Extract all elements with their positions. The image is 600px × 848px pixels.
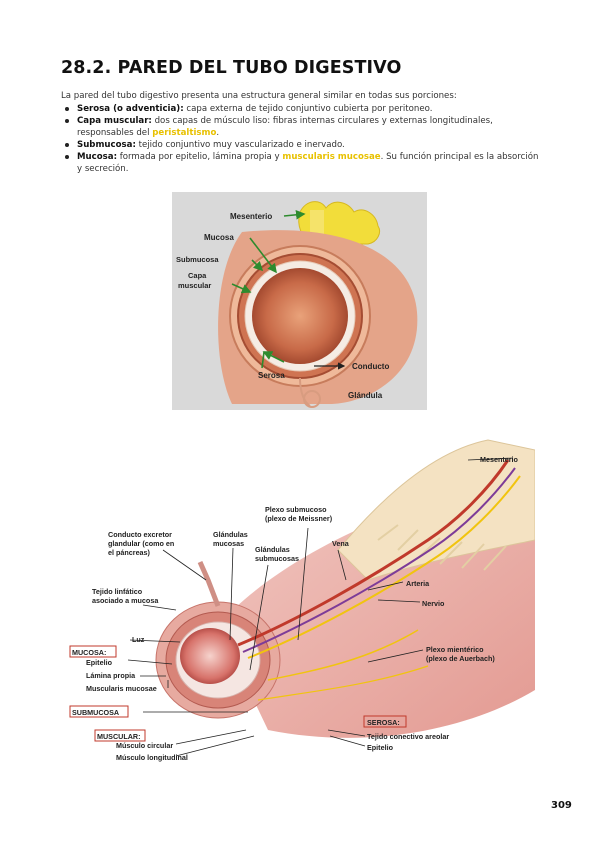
nerve-vessel [247,475,521,659]
list-item: Submucosa: tejido conjuntivo muy vascula… [61,139,539,151]
list-item: Capa muscular: dos capas de músculo liso… [61,115,539,139]
bullet-term: Mucosa: [77,152,118,162]
label-conducto-2: glandular (como en [108,539,174,548]
label-musculo-circular: Músculo circular [116,741,173,750]
page-number: 309 [551,800,572,811]
gland-duct [299,377,311,407]
label-nervio: Nervio [422,599,445,608]
bullet-text: tejido conjuntivo muy vascularizado e in… [135,140,345,150]
excretory-duct [197,560,221,607]
label-conducto-3: el páncreas) [108,548,151,557]
plexus-nerves-2 [257,665,429,701]
label-luz: Luz [132,635,145,644]
label-mesenterio: Mesenterio [480,455,519,464]
list-item: Serosa (o adventicia): capa externa de t… [61,103,539,115]
label-conducto: Conducto [352,362,389,371]
label-tejido-conectivo: Tejido conectivo areolar [367,732,449,741]
submucosa-box [69,705,129,718]
arrow-submucosa [251,259,264,272]
label-lamina-propia: Lámina propia [86,671,136,680]
arrow-mucosa [249,237,277,274]
arrow-serosa-tail [261,351,265,369]
intro-paragraph: La pared del tubo digestivo presenta una… [61,91,457,101]
label-tejido-linfatico-2: asociado a mucosa [92,596,159,605]
label-musculo-longitudinal: Músculo longitudinal [116,753,188,762]
label-capa: Capa [188,271,207,280]
label-glandulas-mucosas-1: Glándulas [213,530,248,539]
figure2-labels: Mesenterio Plexo submucoso (plexo de Mei… [72,455,519,762]
mesentery-fibers [377,524,507,571]
label-glandulas-submucosas-1: Glándulas [255,545,290,554]
arrow-capa-muscular [231,283,252,294]
bullet-text: capa externa de tejido conjuntivo cubier… [183,104,433,114]
lumen [180,628,240,684]
label-vena: Vena [332,539,350,548]
bullet-list: Serosa (o adventicia): capa externa de t… [61,103,539,175]
label-muscularis-mucosae: Muscularis mucosae [86,684,157,693]
highlight-term: muscularis mucosae [282,152,381,162]
label-submucosa: Submucosa [176,255,219,264]
label-plexo-mienterico: Plexo mientérico [426,645,484,654]
label-epitelio: Epitelio [86,658,113,667]
label-tejido-linfatico-1: Tejido linfático [92,587,143,596]
bullet-text-after: . Su función principal es la absorción y… [77,152,539,174]
label-mesenterio: Mesenterio [230,212,272,221]
page-title: 28.2. PARED DEL TUBO DIGESTIVO [61,58,402,78]
serosa-box [363,715,407,728]
bullet-term: Capa muscular: [77,116,152,126]
label-glandulas-submucosas-2: submucosas [255,554,299,563]
label-plexo-auerbach: (plexo de Auerbach) [426,654,495,663]
label-serosa: Serosa [258,371,285,380]
digestive-wall-detail-figure: Mesenterio Plexo submucoso (plexo de Mei… [68,430,535,770]
label-muscular: MUSCULAR: [97,732,141,741]
digestive-tube-cross-section-figure: Mesenterio Mucosa Submucosa Capa muscula… [172,192,427,410]
arrow-mesenterio [283,210,306,220]
label-submucosa: SUBMUCOSA [72,708,119,717]
label-mucosa: Mucosa [204,233,234,242]
bullet-text: dos capas de músculo liso: fibras intern… [77,116,493,138]
label-glandulas-mucosas-2: mucosas [213,539,244,548]
bullet-term: Submucosa: [77,140,136,150]
label-muscular: muscular [178,281,211,290]
label-glandula: Glándula [348,391,383,400]
mucosa-box [69,645,117,658]
muscular-box [94,729,146,742]
label-arteria: Arteria [406,579,430,588]
arrow-serosa [262,351,285,363]
gland [303,390,321,408]
plexus-nerves [267,629,419,681]
label-epitelio-serosa: Epitelio [367,743,394,752]
label-mucosa: MUCOSA: [72,648,106,657]
list-item: Mucosa: formada por epitelio, lámina pro… [61,151,539,175]
vein-vessel [242,467,516,653]
label-plexo-submucoso: Plexo submucoso [265,505,327,514]
label-conducto-1: Conducto excretor [108,530,172,539]
artery-vessel [237,459,510,647]
bullet-term: Serosa (o adventicia): [77,104,184,114]
leader-lines [127,457,514,757]
highlight-term: peristaltismo [152,128,217,138]
label-serosa: SEROSA: [367,718,400,727]
mucosa-lumen [252,268,348,364]
bullet-text-after: . [216,128,220,138]
bullet-text: formada por epitelio, lámina propia y [117,152,283,162]
mesentery [337,439,535,581]
label-plexo-meissner: (plexo de Meissner) [265,514,333,523]
